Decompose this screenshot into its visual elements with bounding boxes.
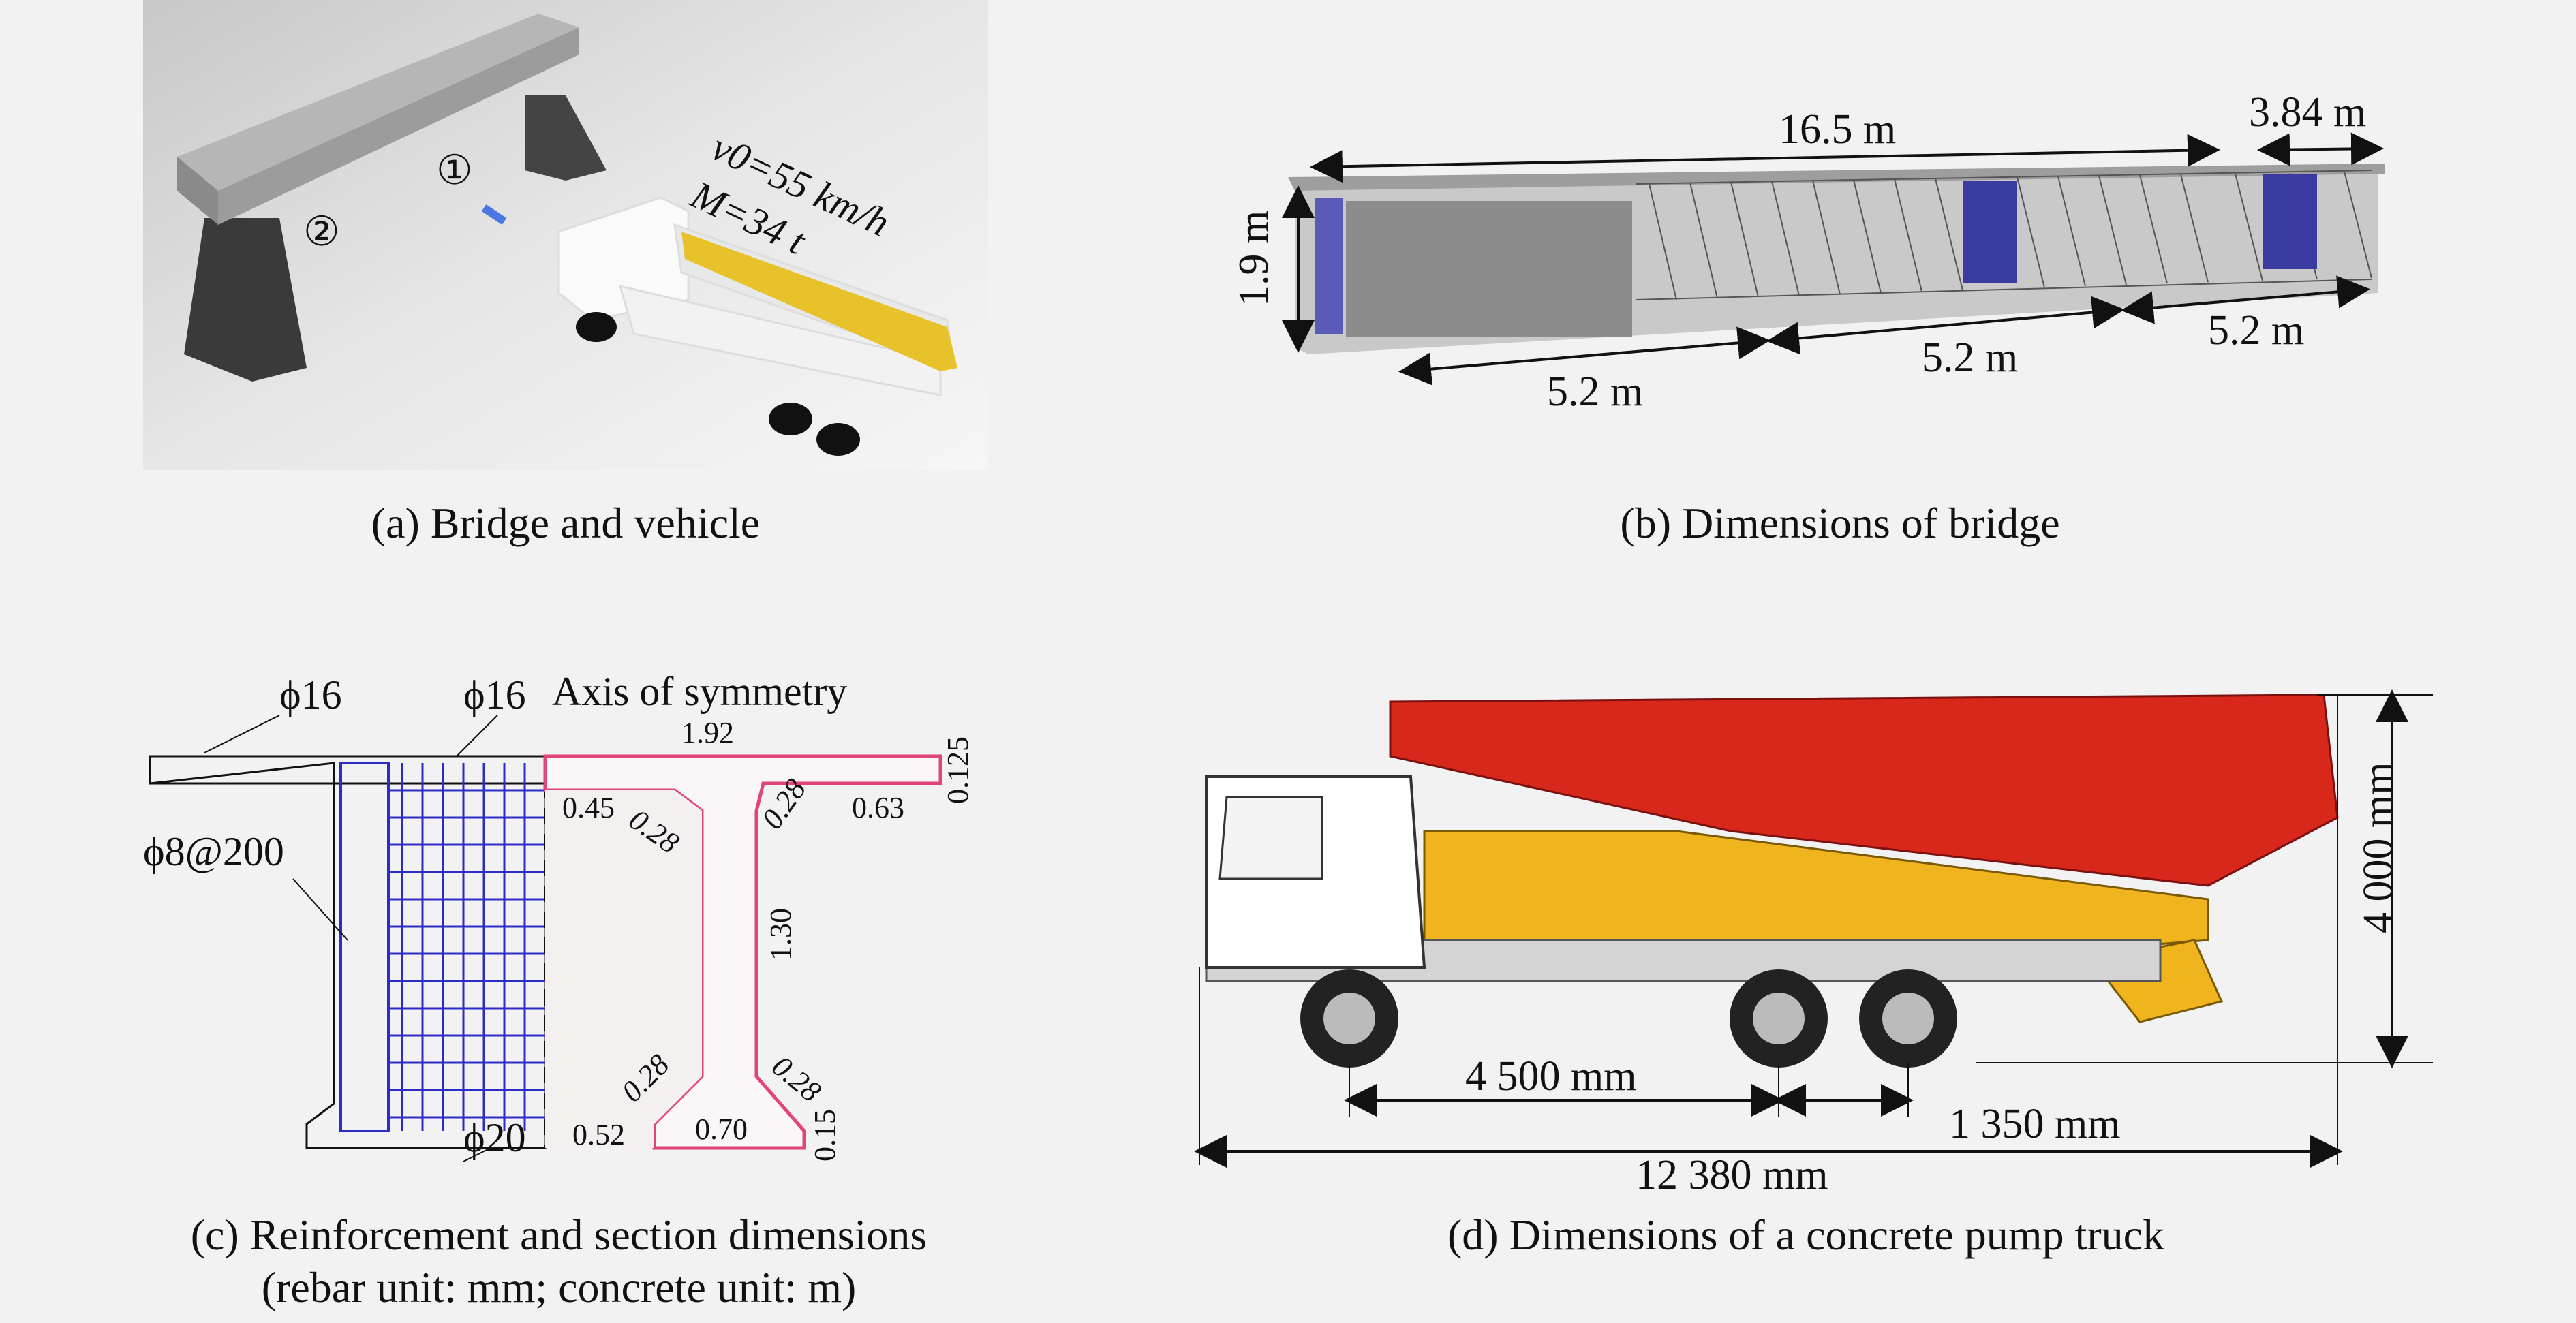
panel-d: 4 000 mm 4 500 mm 1 350 mm 12 380 mm (1186, 674, 2481, 1198)
bridge-deck-top (177, 14, 579, 191)
dim-0-45: 0.45 (562, 791, 615, 824)
panel-b: 16.5 m 3.84 m 1.9 m 5.2 m 5.2 m 5.2 m (1213, 75, 2440, 456)
caption-a: (a) Bridge and vehicle (371, 499, 761, 547)
pier-left (184, 218, 307, 382)
label-seg2: 5.2 m (1922, 334, 2018, 381)
leader-rebar-bottom (463, 1147, 491, 1162)
dim-end-length (2257, 132, 2384, 166)
web-stirrup (339, 762, 390, 1132)
dim-0-70: 0.70 (695, 1112, 748, 1146)
label-seg3: 5.2 m (2208, 307, 2304, 354)
end-diaphragm (1315, 198, 1343, 334)
label-rebar-top-right: ϕ16 (463, 672, 526, 717)
concrete-hatch (545, 790, 702, 1148)
pump-truck-drawing: 4 000 mm 4 500 mm 1 350 mm 12 380 mm (1194, 689, 2433, 1198)
dim-0-63: 0.63 (852, 791, 904, 824)
flange-left (149, 755, 547, 785)
leader-stirrup (292, 878, 348, 941)
truck-chassis (618, 284, 942, 396)
bridge-dimension-drawing: 16.5 m 3.84 m 1.9 m 5.2 m 5.2 m 5.2 m (1231, 89, 2385, 415)
panel-c: ϕ16 ϕ16 Axis of symmetry ϕ8@200 ϕ20 1.92… (136, 654, 1022, 1172)
wheel-rear-1-hub (1753, 993, 1805, 1044)
label-2: ② (303, 209, 340, 254)
label-height: 4 000 mm (2355, 762, 2402, 933)
bridge-deck-end (177, 157, 218, 225)
dim-0-52: 0.52 (572, 1118, 625, 1151)
diaphragm-end (2263, 174, 2317, 269)
truck-wheel-front (576, 312, 617, 342)
label-wheelbase: 4 500 mm (1465, 1053, 1636, 1100)
pier-right (525, 95, 607, 181)
label-rebar-top-left: ϕ16 (279, 672, 342, 717)
dim-seg2 (1766, 296, 2125, 355)
label-axis: Axis of symmetry (552, 669, 847, 714)
truck-wheel-rear-1 (769, 403, 812, 435)
label-rebar-bottom: ϕ20 (463, 1115, 526, 1160)
label-height: 1.9 m (1231, 211, 1277, 307)
truck-boom (681, 232, 957, 371)
caption-d: (d) Dimensions of a concrete pump truck (1447, 1211, 2165, 1259)
section-drawing: ϕ16 ϕ16 Axis of symmetry ϕ8@200 ϕ20 1.92… (143, 669, 975, 1162)
dim-0-15: 0.15 (808, 1109, 842, 1162)
label-rear-axle: 1 350 mm (1949, 1101, 2120, 1147)
dim-total-length (1310, 134, 2220, 183)
wheel-front-hub (1323, 993, 1375, 1044)
label-stirrup: ϕ8@200 (143, 829, 284, 874)
impact-arrow (481, 204, 507, 225)
bridge-vehicle-scene: ① ② v0=55 km/h M=34 t (143, 0, 988, 470)
wheel-rear-2-hub (1882, 993, 1934, 1044)
dim-1-30: 1.30 (764, 908, 797, 961)
dim-seg3 (2121, 275, 2370, 324)
dim-0-125: 0.125 (941, 736, 975, 804)
caption-c: (c) Reinforcement and section dimensions… (116, 1209, 1002, 1314)
label-end-length: 3.84 m (2249, 89, 2366, 136)
leader-rebar-tl (204, 715, 280, 753)
diaphragm-mid (1963, 181, 2017, 283)
truck-cab (557, 196, 690, 322)
label-1: ① (436, 148, 473, 193)
caption-c-line2: (rebar unit: mm; concrete unit: m) (261, 1262, 857, 1311)
leader-rebar-tr (456, 715, 498, 757)
dim-seg1 (1398, 326, 1770, 386)
label-total-length: 12 380 mm (1636, 1152, 1828, 1192)
label-total-length: 16.5 m (1779, 106, 1896, 153)
panel-a: ① ② v0=55 km/h M=34 t (143, 0, 988, 470)
truck-wheel-rear-2 (816, 423, 860, 456)
concrete-section (1346, 201, 1632, 337)
caption-c-line1: (c) Reinforcement and section dimensions (190, 1211, 927, 1259)
bridge-deck-side (218, 27, 579, 225)
rebar-grid (388, 763, 545, 1131)
label-seg1: 5.2 m (1547, 369, 1643, 415)
caption-b: (b) Dimensions of bridge (1620, 499, 2060, 547)
cab-window (1218, 796, 1323, 880)
dim-1-92: 1.92 (681, 716, 734, 749)
